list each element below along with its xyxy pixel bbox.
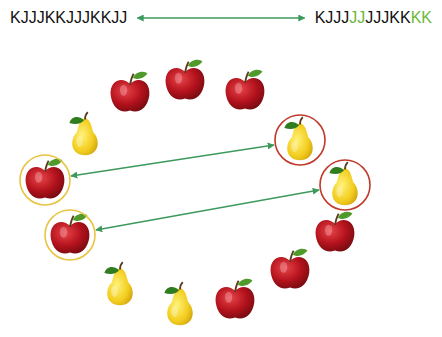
highlight-ring	[20, 155, 70, 205]
apple	[166, 60, 205, 100]
apple	[51, 214, 90, 254]
sequence-text: KJJJKKJJJKKJJ	[10, 8, 127, 28]
apple	[316, 212, 355, 252]
highlight-ring	[320, 160, 370, 210]
apple	[226, 70, 265, 110]
pear	[284, 117, 312, 160]
swap-arrow	[71, 145, 274, 176]
sequence-string: KJJJJJJJJKKKK	[313, 6, 434, 30]
pear	[104, 262, 132, 305]
pear	[69, 112, 97, 155]
sequence-text: KJJJJJJJJKKKK	[315, 8, 432, 28]
highlight-ring	[275, 115, 325, 165]
sequence-string: KJJJKKJJJKKJJ	[8, 6, 129, 30]
pear	[164, 282, 192, 325]
swap-arrow	[137, 17, 304, 19]
highlight-ring	[45, 210, 95, 260]
apple	[26, 159, 65, 199]
apple	[216, 279, 255, 319]
pear	[329, 162, 357, 205]
apple	[111, 72, 150, 112]
apple	[271, 249, 310, 289]
swap-arrow	[96, 190, 319, 230]
